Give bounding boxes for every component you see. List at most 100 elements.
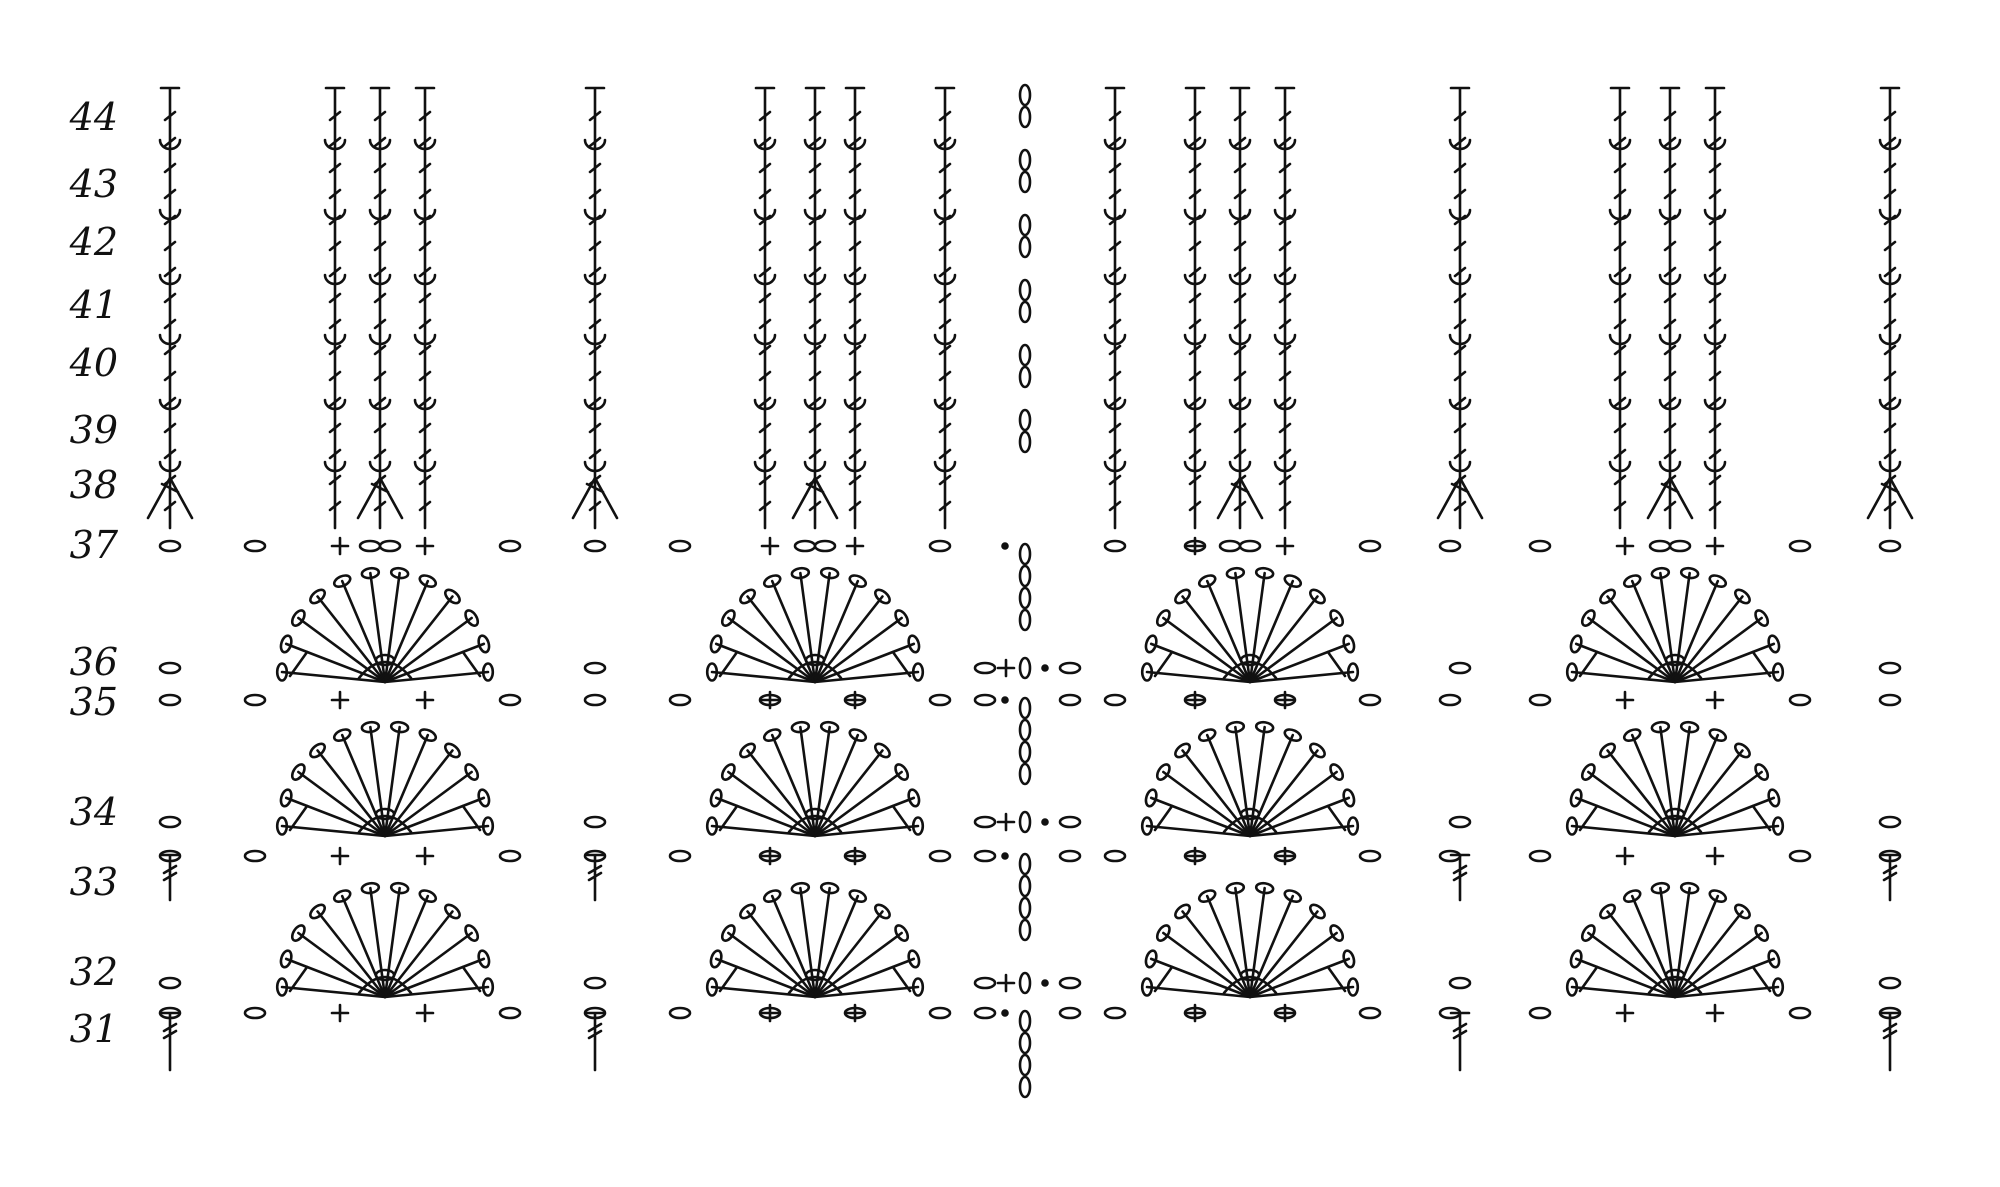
column-hook: [1878, 460, 1902, 473]
chain-stitch: [498, 693, 522, 707]
column-tick: [1663, 422, 1677, 434]
column-tick: [1613, 474, 1627, 486]
fan-base-spoke: [1578, 965, 1599, 993]
column-hook: [1273, 460, 1297, 473]
column-tick: [1883, 110, 1897, 122]
column-post: [844, 86, 866, 530]
column-tick: [163, 448, 177, 460]
fan-spoke: [1673, 579, 1720, 684]
plus-mark: [1615, 690, 1635, 710]
stitch-column: [1183, 86, 1207, 530]
fan-chain: [1569, 634, 1583, 654]
fan-chain: [1569, 788, 1583, 808]
chain-oval: [1018, 542, 1032, 566]
single-crochet: [330, 1003, 350, 1023]
fan-spoke: [1587, 931, 1677, 999]
column-hook: [843, 138, 867, 151]
column-hook: [1228, 460, 1252, 473]
column-tick: [1708, 474, 1722, 486]
chain-stitch: [1018, 810, 1032, 834]
fan-shell: [275, 566, 495, 684]
chain-stitch: [973, 1006, 997, 1020]
chain-stitch: [1878, 539, 1902, 553]
plus-mark: [1275, 536, 1295, 556]
column-tick: [1233, 110, 1247, 122]
slash: [587, 1022, 603, 1040]
column-tick: [373, 396, 387, 408]
fan-spoke: [1162, 616, 1252, 684]
fan-inner-chain: [1664, 807, 1686, 821]
fan-chain: [1771, 977, 1785, 997]
column-tick: [808, 370, 822, 382]
chain-stitch: [1668, 539, 1692, 553]
chain-stitch: [583, 976, 607, 990]
column-tick: [1188, 292, 1202, 304]
chain-oval: [1018, 971, 1032, 995]
fan-spoke: [1205, 894, 1252, 999]
chain-stitch: [1238, 539, 1262, 553]
column-hook: [843, 208, 867, 221]
chain-stitch: [1103, 693, 1127, 707]
chain-oval: [1018, 343, 1032, 367]
column-tick: [1883, 396, 1897, 408]
chain-oval: [1358, 1006, 1382, 1020]
fan-chain: [894, 763, 910, 781]
column-tick: [1613, 370, 1627, 382]
fan-chain: [444, 742, 461, 759]
chain-stitch: [1058, 815, 1082, 829]
fan-chain: [874, 742, 891, 759]
stitch-column: [1658, 86, 1682, 530]
column-hook: [933, 208, 957, 221]
fan-inner-arc: [357, 660, 413, 680]
column-tick: [808, 110, 822, 122]
fan-spoke: [813, 616, 903, 684]
v-stitch: [1866, 475, 1914, 520]
fan-chain: [907, 634, 921, 654]
chain-stitch: [1528, 539, 1552, 553]
chain-oval: [1018, 608, 1032, 632]
column-tick: [1613, 188, 1627, 200]
fan-spoke: [1248, 796, 1351, 838]
column-tick: [1613, 136, 1627, 148]
column-tick: [848, 370, 862, 382]
fan-spoke: [770, 579, 817, 684]
fan-spoke: [1630, 733, 1677, 838]
column-tick: [1453, 448, 1467, 460]
column-tick: [1883, 318, 1897, 330]
fan-spoke: [1149, 642, 1252, 684]
chain-stitch: [1218, 539, 1242, 553]
fan-spoke: [383, 733, 430, 838]
chain-oval: [243, 1006, 267, 1020]
column-tick: [328, 318, 342, 330]
column-tick: [1883, 266, 1897, 278]
chain-stitch: [928, 1006, 952, 1020]
row-label-36: 36: [70, 640, 118, 684]
fan-chain: [1346, 816, 1360, 836]
column-hook: [933, 460, 957, 473]
column-tick: [1663, 110, 1677, 122]
chain-stitch: [1358, 693, 1382, 707]
plus-mark: [1705, 846, 1725, 866]
chain-stitch: [1018, 852, 1032, 876]
fan-spoke: [1145, 985, 1252, 999]
column-tick: [1108, 110, 1122, 122]
fan-spoke: [1181, 910, 1252, 999]
column-tick: [1278, 240, 1292, 252]
column-tick: [588, 318, 602, 330]
fan-chain: [464, 763, 480, 781]
chain-oval: [358, 539, 382, 553]
column-tick: [808, 318, 822, 330]
fan-spoke: [1673, 642, 1776, 684]
column-hook: [323, 333, 347, 346]
column-tick: [163, 370, 177, 382]
column-tick: [848, 110, 862, 122]
row-label-41: 41: [69, 283, 118, 327]
fan-spoke: [1248, 985, 1355, 999]
single-crochet: [1185, 1003, 1205, 1023]
stitch-column: [1878, 86, 1902, 530]
column-tick: [848, 396, 862, 408]
single-crochet: [1705, 1003, 1725, 1023]
v-legs: [146, 475, 194, 520]
column-tick: [1233, 370, 1247, 382]
